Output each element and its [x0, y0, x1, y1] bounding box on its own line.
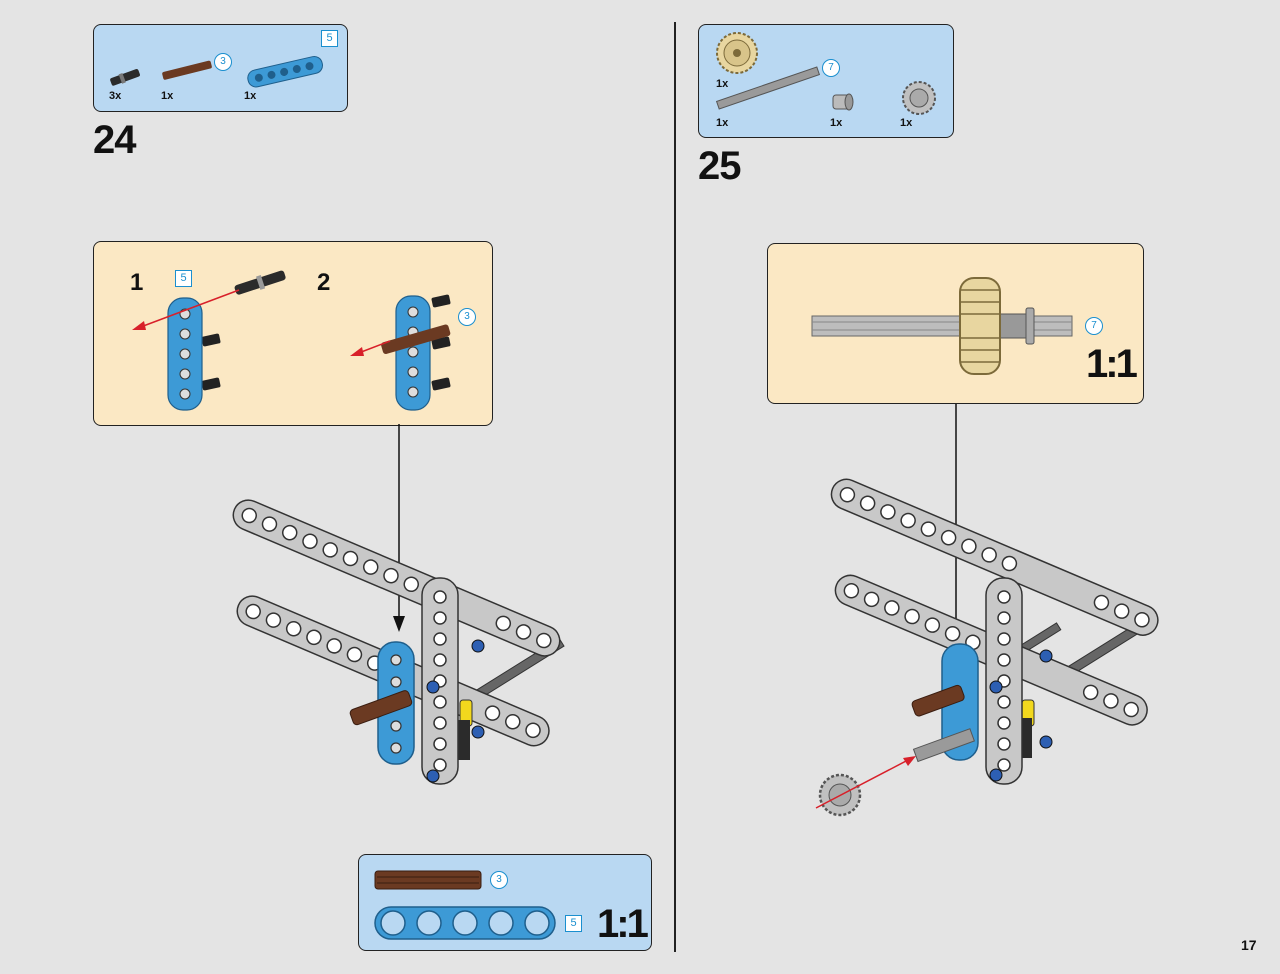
part-qty: 1x	[244, 90, 257, 102]
axle-length-badge: 7	[1085, 317, 1103, 335]
axle-7-gray-part	[715, 66, 821, 110]
step-24-sub-assembly-callout: 1 5 2 3	[93, 241, 493, 426]
part-qty: 1x	[900, 117, 913, 129]
page-divider	[674, 22, 676, 952]
axle-3-brown-part	[162, 60, 212, 80]
axle-length-badge: 3	[490, 871, 508, 889]
scale-label: 1:1	[1086, 342, 1138, 386]
part-qty: 1x	[161, 90, 174, 102]
beam-length-badge: 5	[321, 30, 338, 47]
step-24-scale-reference: 3 5 1:1	[358, 854, 652, 951]
substep-number: 1	[130, 269, 144, 296]
axle-length-badge: 3	[214, 53, 232, 71]
axle-length-badge: 7	[822, 59, 840, 77]
beam-5-blue-part	[247, 55, 323, 88]
step-number: 24	[93, 118, 136, 162]
axle-with-gear-diagram	[811, 277, 1073, 375]
beam-5-blue-part	[374, 906, 556, 940]
axle-connector-part	[110, 69, 140, 86]
step-25-parts-list: 1x 7 1x 1x 1x	[698, 24, 954, 138]
part-qty: 1x	[830, 117, 843, 129]
gear-12-gray-part	[902, 81, 936, 115]
step-25-sub-assembly-callout: 7 1:1	[767, 243, 1144, 404]
step-number: 25	[698, 144, 741, 188]
part-qty: 1x	[716, 117, 729, 129]
substep-1-diagram	[132, 270, 451, 411]
page-number: 17	[1241, 937, 1257, 953]
scale-label: 1:1	[597, 902, 649, 946]
beam-length-badge: 5	[175, 270, 192, 287]
axle-3-brown-part	[374, 870, 482, 890]
step-24-model-diagram	[232, 424, 565, 785]
part-qty: 1x	[716, 78, 729, 90]
part-qty: 3x	[109, 90, 122, 102]
substep-number: 2	[317, 269, 331, 296]
gear-24-tan-part	[716, 32, 758, 74]
axle-length-badge: 3	[458, 308, 476, 326]
beam-length-badge: 5	[565, 915, 582, 932]
bush-part	[832, 93, 854, 111]
step-25-model-diagram	[815, 404, 1159, 817]
step-24-parts-list: 3x 3 1x 5 1x	[93, 24, 348, 112]
